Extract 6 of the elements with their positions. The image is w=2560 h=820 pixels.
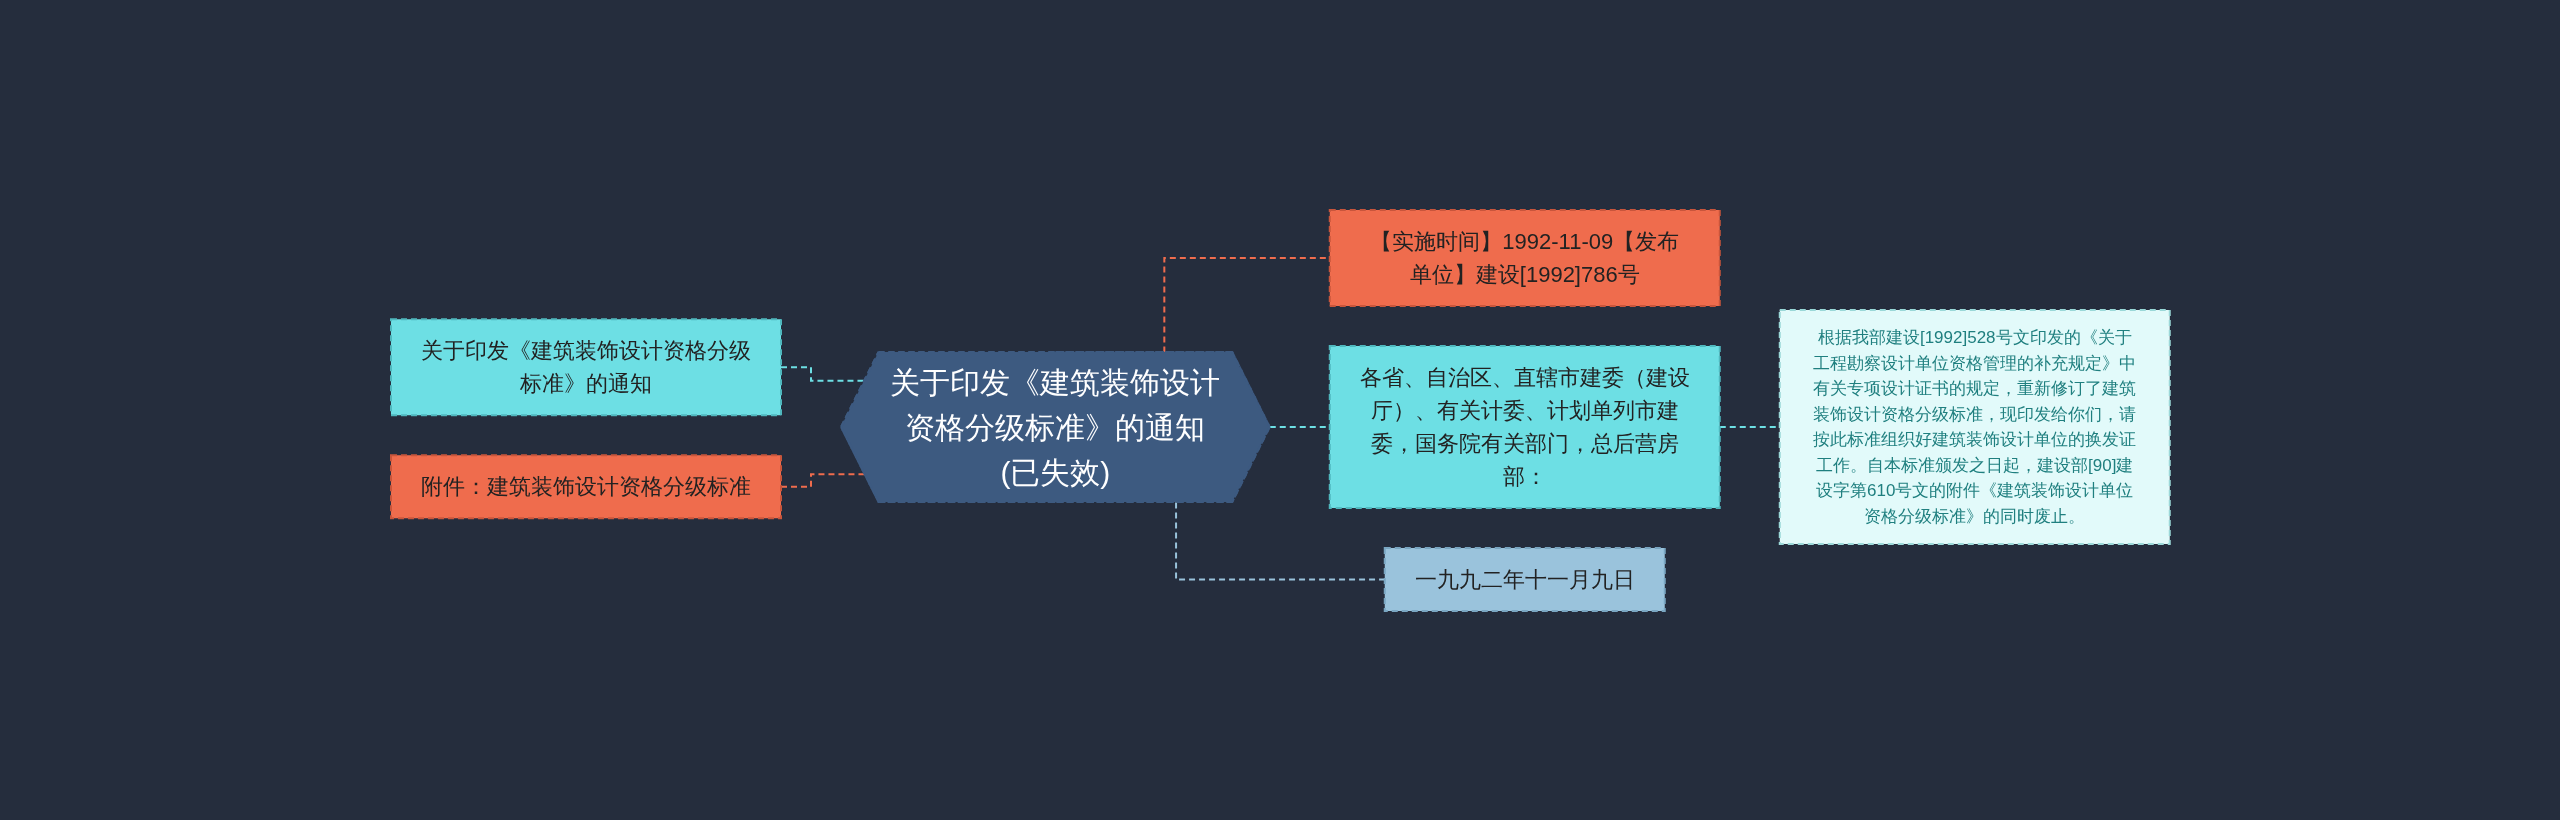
node-box: 各省、自治区、直辖市建委（建设厅）、有关计委、计划单列市建委，国务院有关部门，总后营房部： — [1328, 344, 1721, 509]
node-box: 附件：建筑装饰设计资格分级标准 — [389, 453, 782, 519]
node-box: 一九九二年十一月九日 — [1383, 546, 1666, 612]
node-box: 关于印发《建筑装饰设计资格分级标准》的通知 — [389, 317, 782, 416]
node-box: 根据我部建设[1992]528号文印发的《关于工程勘察设计单位资格管理的补充规定》中有关专项设计证书的规定，重新修订了建筑装饰设计资格分级标准，现印发给你们，请按此标准组织好建筑装饰设计单位的换发证工作。自本标准颁发之日起，建设部[90]建设字第610号文的附件《建筑装饰设计单位资格分级标准》的同时废止。 — [1778, 308, 2171, 545]
node-box: 【实施时间】1992-11-09【发布单位】建设[1992]786号 — [1328, 208, 1721, 307]
